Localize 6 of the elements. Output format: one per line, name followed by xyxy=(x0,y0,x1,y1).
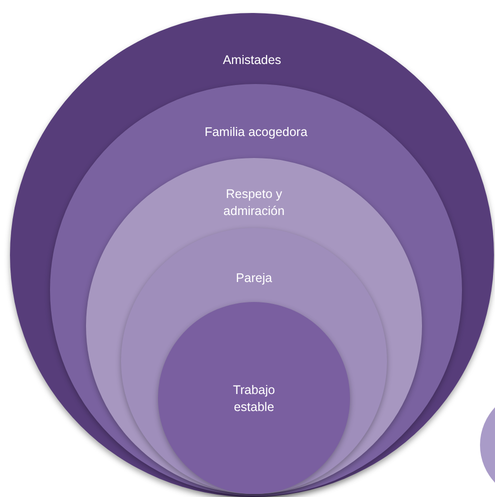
circle-label: Pareja xyxy=(234,270,274,287)
circle xyxy=(158,302,350,494)
circle-label: Trabajo estable xyxy=(232,382,276,416)
circle-label: Familia acogedora xyxy=(204,124,308,141)
circle-label: Amistades xyxy=(222,52,282,69)
circle-label: Respeto y admiración xyxy=(222,186,286,220)
